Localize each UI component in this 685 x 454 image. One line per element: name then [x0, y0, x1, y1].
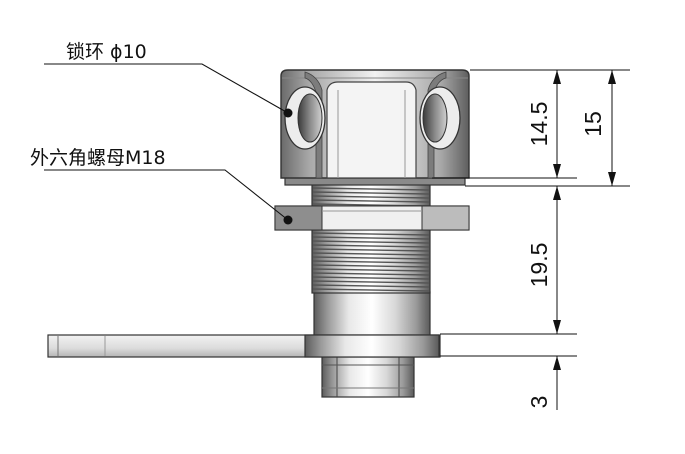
dimension-arrows [553, 70, 616, 370]
barrel-lower [304, 291, 440, 358]
dim-19-5: 19.5 [526, 243, 552, 288]
bottom-hex [321, 356, 415, 398]
callout-lock-ring: 锁环 ϕ10 [66, 41, 147, 63]
lock-head [280, 69, 470, 179]
threaded-body [311, 183, 431, 294]
dim-14-5: 14.5 [526, 102, 552, 147]
leader-lines [44, 63, 289, 221]
hex-nut [274, 205, 470, 231]
dim-3: 3 [526, 396, 552, 409]
callout-hex-nut: 外六角螺母M18 [30, 147, 166, 169]
dim-15: 15 [580, 111, 606, 137]
dimension-lines [432, 69, 630, 410]
